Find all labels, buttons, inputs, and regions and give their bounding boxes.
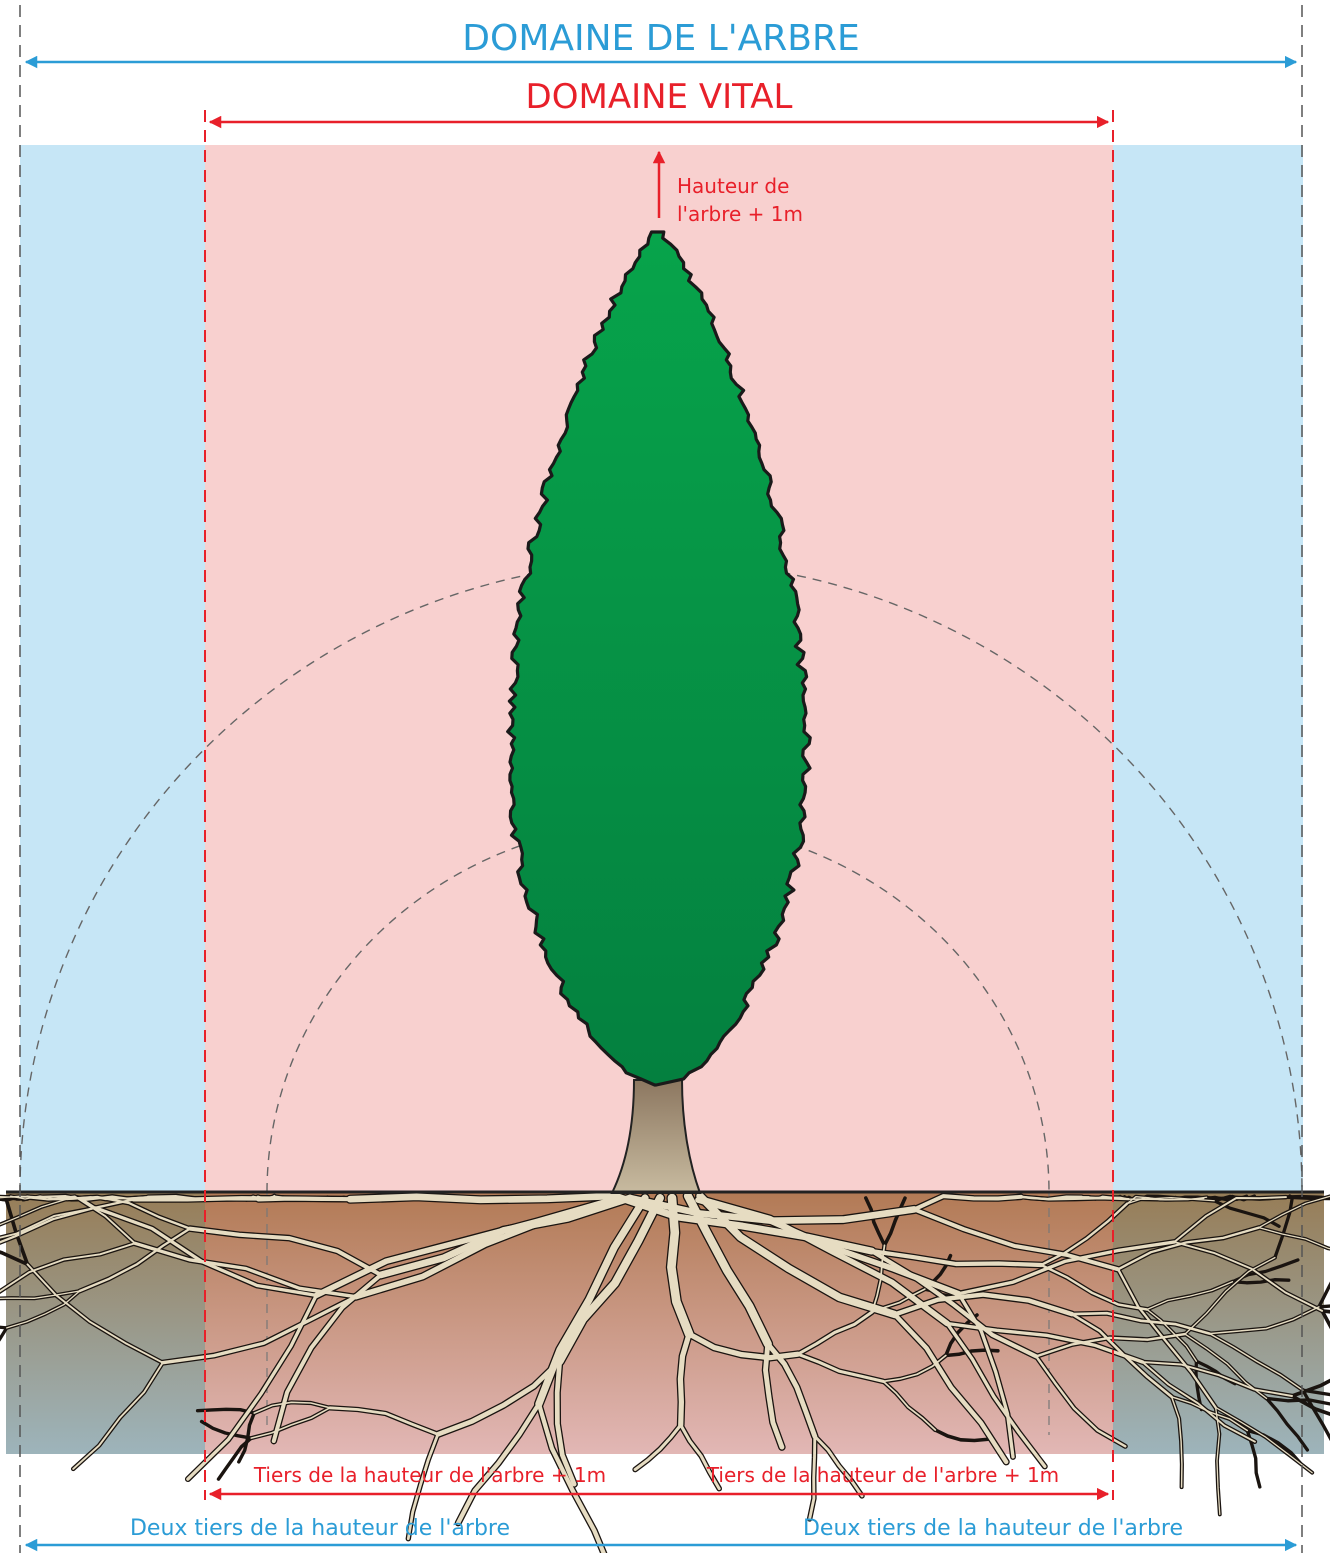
root-outline [0, 1328, 7, 1373]
outer-domain-zone-right [1113, 145, 1303, 1192]
title-outer-domain: DOMAINE DE L'ARBRE [462, 18, 859, 59]
bottom-inner-left-label: Tiers de la hauteur de l'arbre + 1m [253, 1463, 606, 1487]
height-label-line2: l'arbre + 1m [677, 202, 803, 226]
root-fill [350, 1196, 615, 1200]
root-outline [0, 1326, 7, 1328]
outer-domain-zone-left [20, 145, 205, 1192]
bottom-outer-left-label: Deux tiers de la hauteur de l'arbre [130, 1516, 510, 1541]
bottom-inner-right-label: Tiers de la hauteur de l'arbre + 1m [706, 1463, 1059, 1487]
title-vital-domain: DOMAINE VITAL [526, 77, 793, 117]
bottom-outer-right-label: Deux tiers de la hauteur de l'arbre [803, 1516, 1183, 1541]
height-label-line1: Hauteur de [677, 174, 789, 198]
